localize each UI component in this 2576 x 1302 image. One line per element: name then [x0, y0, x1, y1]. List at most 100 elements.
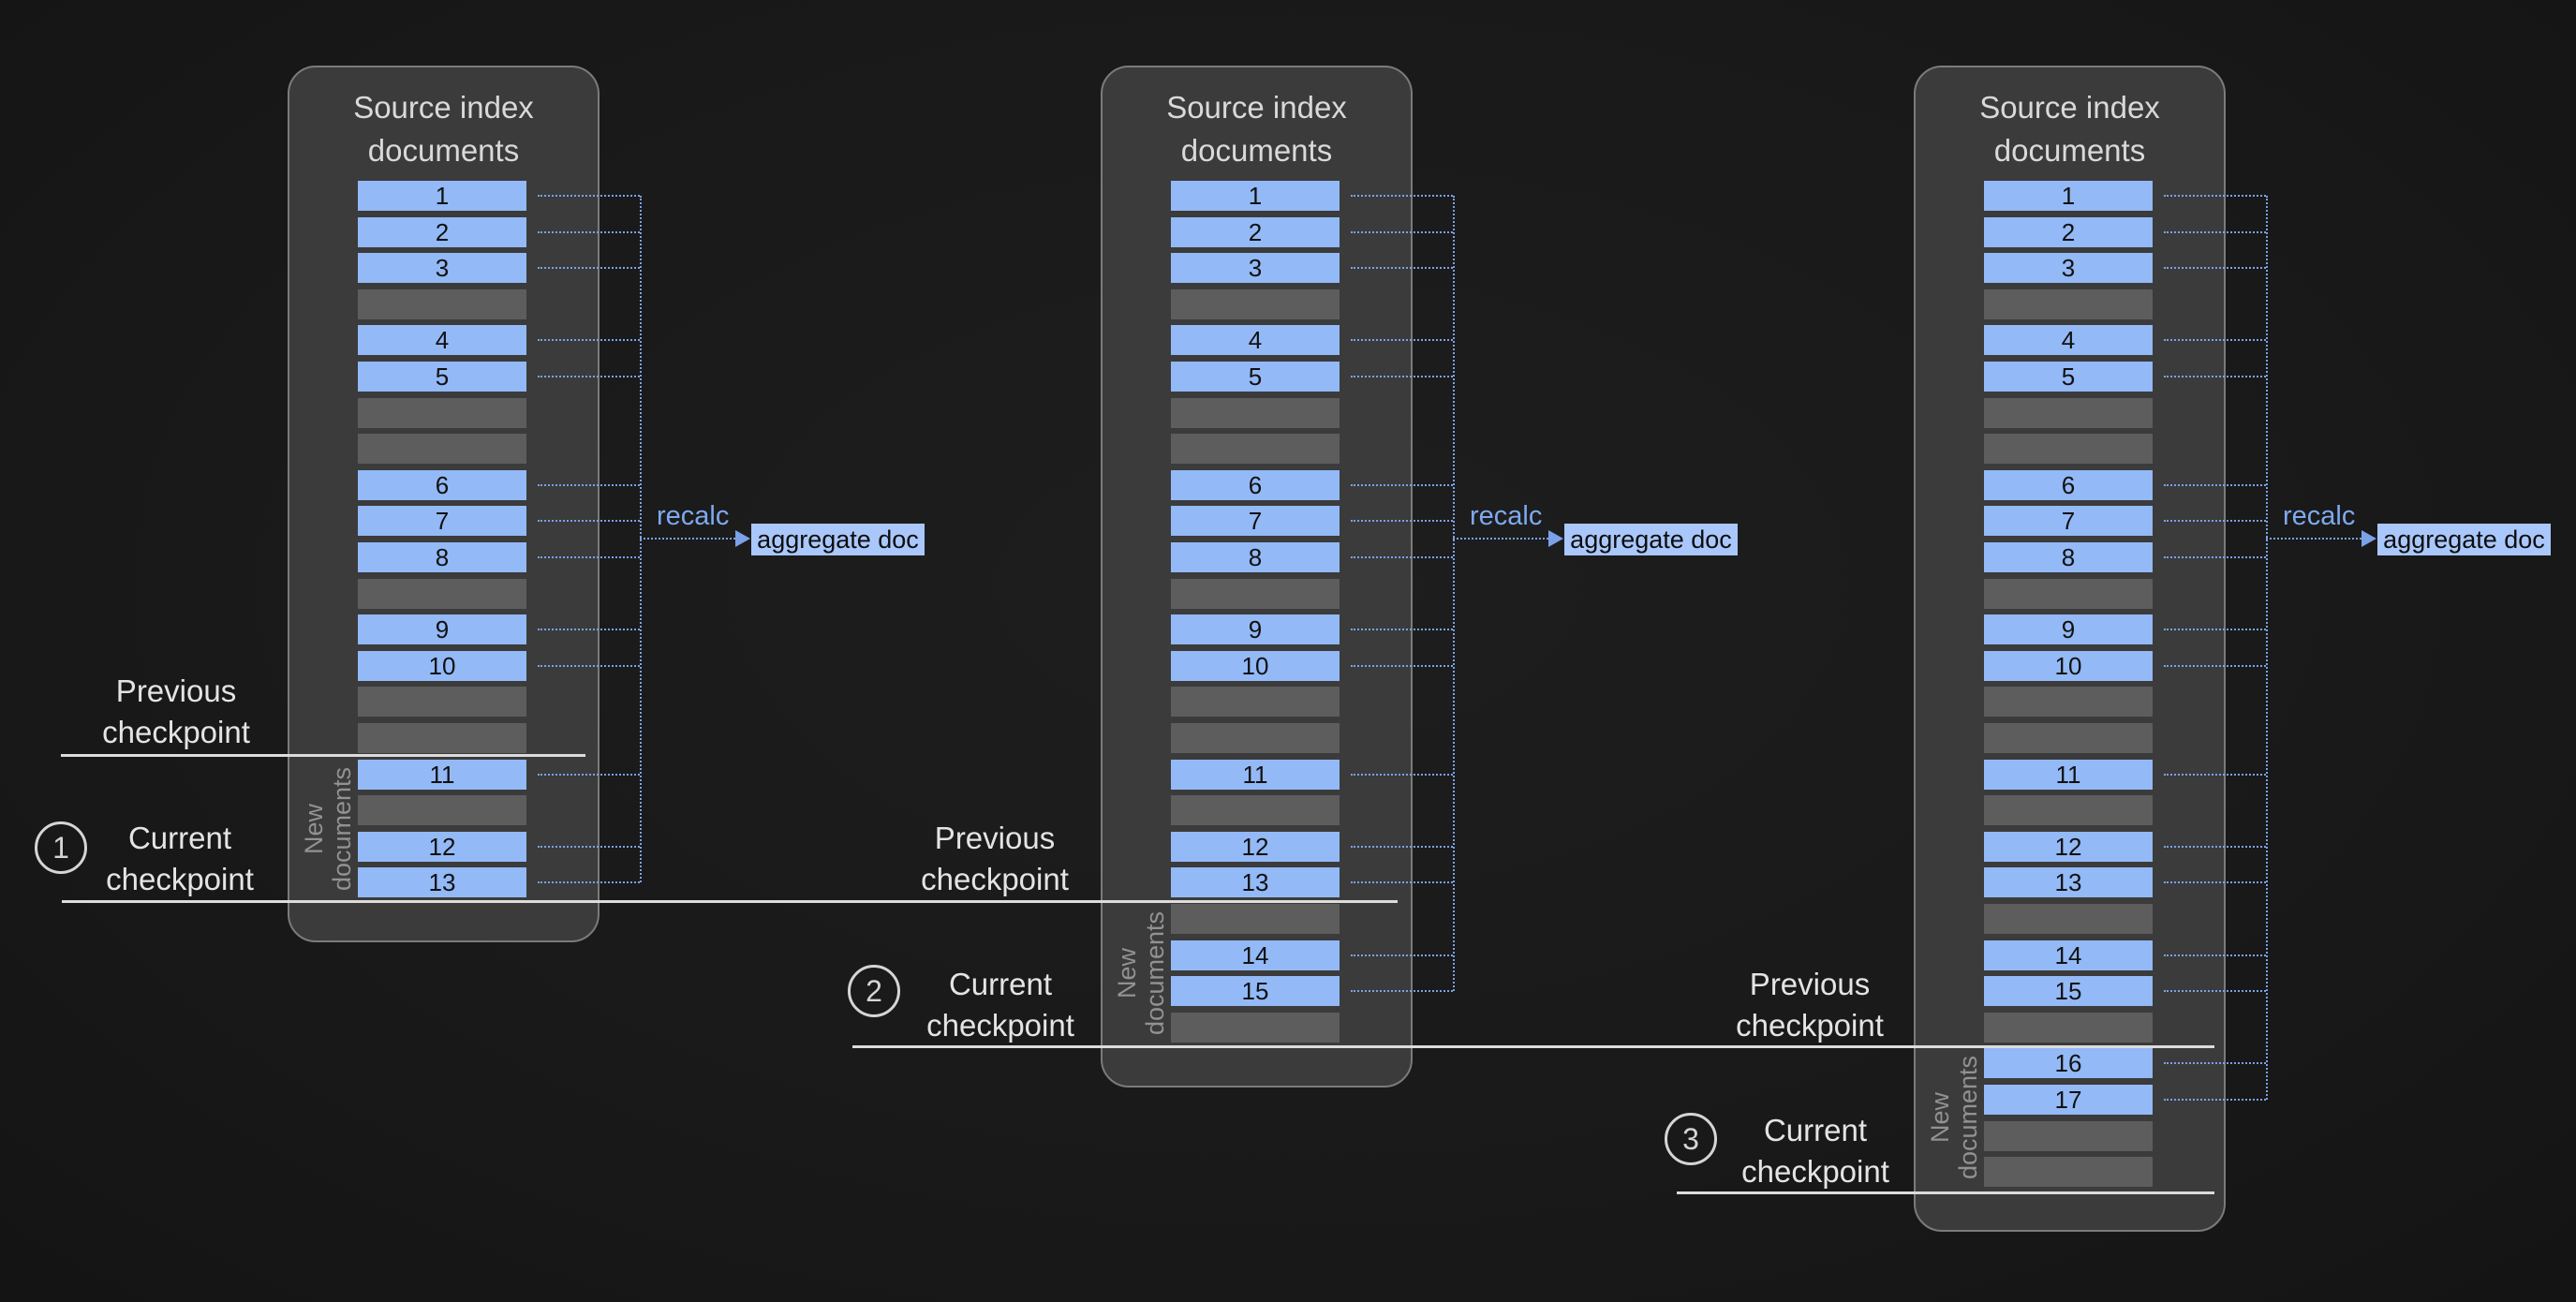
doc-connector-line	[1351, 774, 1453, 776]
empty-slot	[1171, 795, 1340, 825]
doc-connector-line	[2164, 665, 2266, 667]
doc-bar: 10	[1984, 651, 2153, 681]
panel-title-line: Source index	[1166, 90, 1347, 125]
empty-slot	[358, 723, 526, 753]
empty-slot	[1984, 1121, 2153, 1151]
doc-bar: 6	[1171, 470, 1340, 500]
panel-title-line: documents	[1993, 133, 2146, 168]
doc-connector-line	[538, 629, 640, 630]
doc-connector-line	[2164, 954, 2266, 956]
recalc-arrowhead-icon	[1548, 530, 1563, 547]
empty-slot	[1984, 687, 2153, 717]
doc-bar: 17	[1984, 1085, 2153, 1115]
doc-bar: 7	[358, 506, 526, 536]
previous-checkpoint-label: Previous checkpoint	[102, 671, 250, 753]
doc-connector-line	[538, 665, 640, 667]
doc-bar: 4	[358, 325, 526, 355]
doc-bar: 10	[358, 651, 526, 681]
doc-bar: 13	[1984, 867, 2153, 897]
empty-slot	[1984, 1013, 2153, 1043]
doc-connector-line	[2164, 195, 2266, 197]
doc-bar: 15	[1984, 976, 2153, 1006]
previous-checkpoint-label: Previous checkpoint	[1736, 964, 1884, 1046]
aggregate-doc-box: aggregate doc	[2377, 524, 2551, 555]
checkpoint-number-badge: 3	[1665, 1113, 1717, 1165]
doc-connector-line	[2164, 484, 2266, 486]
doc-connector-line	[1351, 376, 1453, 377]
empty-slot	[1171, 687, 1340, 717]
doc-bar: 2	[358, 217, 526, 247]
doc-bar: 13	[1171, 867, 1340, 897]
doc-connector-line	[2164, 990, 2266, 992]
doc-connector-line	[1351, 846, 1453, 848]
doc-bar: 3	[1171, 253, 1340, 283]
checkpoint-number-badge: 2	[848, 965, 900, 1017]
doc-connector-line	[538, 774, 640, 776]
checkpoint-line	[852, 1045, 2214, 1048]
doc-bar: 4	[1171, 325, 1340, 355]
empty-slot	[358, 687, 526, 717]
doc-connector-line	[2164, 231, 2266, 233]
doc-connector-line	[2164, 1099, 2266, 1101]
panel-title-line: Source index	[353, 90, 534, 125]
doc-bar: 6	[1984, 470, 2153, 500]
previous-checkpoint-label-line: checkpoint	[1736, 1008, 1884, 1043]
panel-title: Source index documents	[289, 86, 598, 172]
doc-connector-line	[538, 195, 640, 197]
doc-connector-line	[538, 520, 640, 522]
recalc-arrowhead-icon	[2361, 530, 2376, 547]
doc-bar: 14	[1984, 940, 2153, 970]
recalc-arrow	[1453, 538, 1548, 540]
doc-connector-line	[1351, 267, 1453, 269]
empty-slot	[358, 289, 526, 319]
empty-slot	[1171, 1013, 1340, 1043]
panel-title-line: documents	[367, 133, 520, 168]
empty-slot	[1984, 723, 2153, 753]
doc-bar: 8	[1171, 542, 1340, 572]
doc-connector-line	[538, 846, 640, 848]
doc-connector-line	[2164, 881, 2266, 883]
doc-connector-line	[1351, 556, 1453, 558]
empty-slot	[358, 434, 526, 464]
recalc-arrow	[640, 538, 735, 540]
doc-bar: 11	[1171, 760, 1340, 790]
doc-bar: 1	[1984, 181, 2153, 211]
doc-bar: 1	[358, 181, 526, 211]
previous-checkpoint-label-line: Previous	[1749, 967, 1871, 1001]
connector-bracket-line	[2266, 196, 2268, 1100]
checkpoint-line	[62, 900, 1398, 903]
empty-slot	[1984, 795, 2153, 825]
doc-connector-line	[1351, 629, 1453, 630]
empty-slot	[358, 795, 526, 825]
doc-bar: 9	[1171, 614, 1340, 644]
doc-connector-line	[538, 556, 640, 558]
empty-slot	[1171, 398, 1340, 428]
empty-slot	[1171, 579, 1340, 609]
recalc-label: recalc	[657, 501, 730, 531]
empty-slot	[1984, 1157, 2153, 1187]
doc-connector-line	[1351, 484, 1453, 486]
previous-checkpoint-label-line: Previous	[934, 821, 1056, 855]
doc-bar: 5	[1171, 362, 1340, 392]
doc-bar: 15	[1171, 976, 1340, 1006]
doc-connector-line	[538, 376, 640, 377]
previous-checkpoint-label-line: checkpoint	[102, 715, 250, 749]
doc-bar: 2	[1984, 217, 2153, 247]
previous-checkpoint-label-line: Previous	[115, 673, 237, 708]
doc-bar: 8	[1984, 542, 2153, 572]
recalc-label: recalc	[1470, 501, 1543, 531]
empty-slot	[1984, 398, 2153, 428]
doc-bar: 12	[1171, 832, 1340, 862]
doc-bar: 3	[1984, 253, 2153, 283]
connector-bracket-line	[1453, 196, 1455, 991]
current-checkpoint-label-line: Current	[1763, 1113, 1868, 1147]
doc-bar: 12	[358, 832, 526, 862]
empty-slot	[1984, 579, 2153, 609]
doc-bar: 9	[358, 614, 526, 644]
doc-bar: 5	[1984, 362, 2153, 392]
current-checkpoint-label-line: checkpoint	[106, 862, 254, 896]
recalc-label: recalc	[2283, 501, 2356, 531]
